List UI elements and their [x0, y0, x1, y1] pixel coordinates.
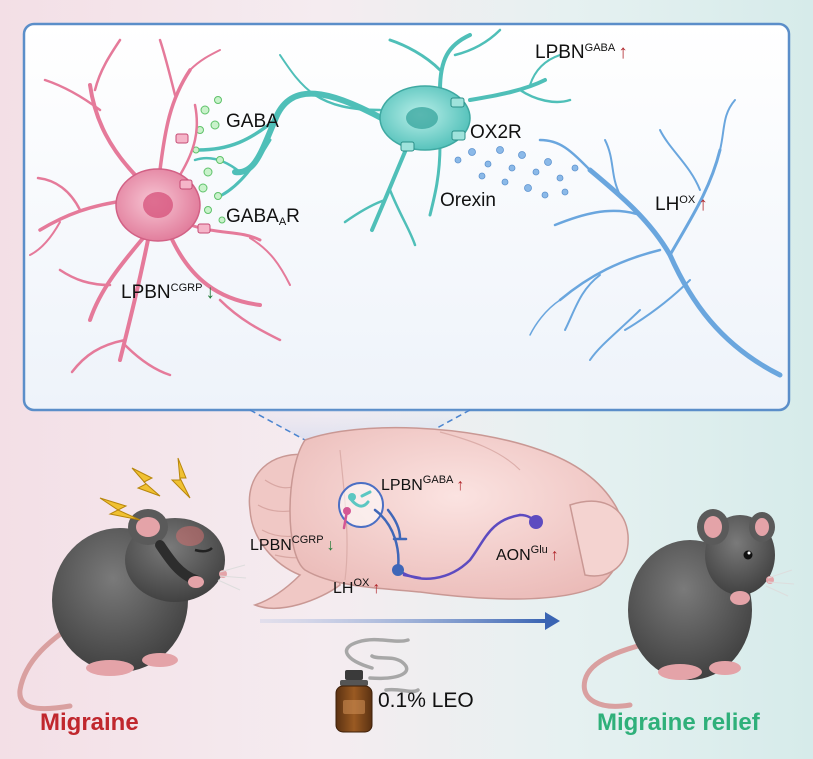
leo-label: 0.1% LEO [378, 689, 474, 712]
lpbn-gaba-neuron [193, 28, 572, 247]
ox2r-label: OX2R [470, 122, 522, 143]
gaba-vesicles [192, 96, 226, 224]
migraine-mouse [17, 509, 247, 712]
relief-mouse [581, 509, 795, 709]
oil-bottle-icon [335, 670, 373, 733]
gabaa-receptor-label: GABAAR [226, 206, 300, 228]
pain-bolt-icon [99, 457, 191, 521]
lpbn-cgrp-label: LPBNCGRP↓ [121, 282, 215, 303]
brain-lh-ox-label: LHOX↑ [333, 577, 381, 597]
orexin-label: Orexin [440, 190, 496, 211]
gaba-label: GABA [226, 111, 279, 132]
lpbn-cgrp-neuron [29, 38, 291, 377]
treatment-arrow [260, 612, 560, 630]
brain-lpbn-cgrp-label: LPBNCGRP↓ [250, 534, 335, 554]
mouse-brain [248, 426, 629, 609]
vapor-icon [344, 637, 420, 694]
brain-circuit [338, 482, 543, 580]
migraine-label: Migraine [40, 709, 139, 736]
brain-lpbn-gaba-label: LPBNGABA↑ [381, 474, 465, 494]
lh-ox-label: LHOX↑ [655, 194, 708, 215]
lpbn-gaba-label: LPBNGABA↑ [535, 42, 628, 63]
orexin-vesicles [454, 146, 579, 199]
aon-glu-label: AONGlu↑ [496, 544, 559, 564]
migraine-relief-label: Migraine relief [597, 709, 760, 736]
orexin-fiber [529, 99, 783, 378]
